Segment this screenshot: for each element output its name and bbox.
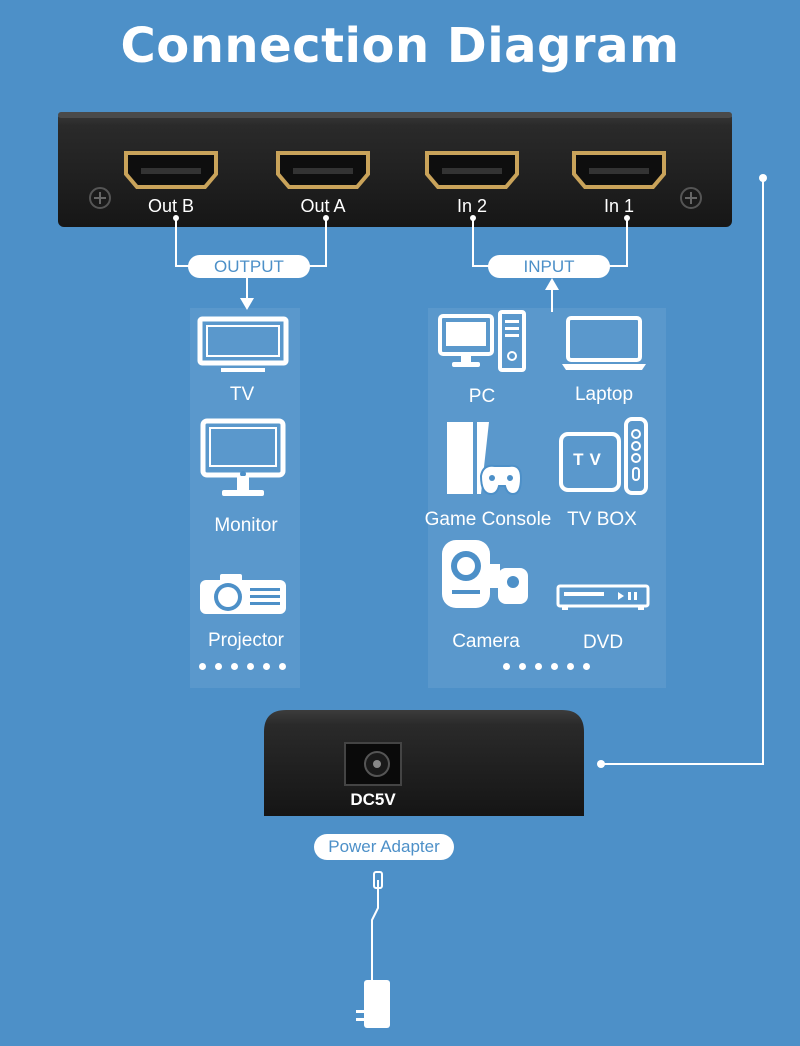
more-outputs-dots (199, 663, 286, 670)
device-label-game-console: Game Console (424, 509, 552, 530)
input-devices-panel (428, 308, 666, 688)
dc-jack-icon (344, 742, 402, 786)
tv-icon (197, 316, 289, 372)
input-pill: INPUT (488, 255, 610, 278)
hdmi-switch-device (58, 112, 732, 227)
device-label-dvd: DVD (582, 632, 624, 653)
device-label-pc: PC (468, 386, 496, 407)
game-console-icon (447, 422, 523, 496)
tv-box-icon (559, 417, 648, 495)
power-adapter-pill: Power Adapter (314, 834, 454, 860)
device-label-camera: Camera (452, 631, 520, 652)
hdmi-port-icon (276, 151, 370, 189)
hdmi-port-icon (572, 151, 666, 189)
dc-jack-label: DC5V (350, 790, 396, 809)
camera-icon (442, 540, 528, 608)
device-label-laptop: Laptop (574, 384, 634, 405)
pc-icon (438, 310, 526, 372)
page-title: Connection Diagram (120, 18, 680, 74)
device-label-tv: TV (229, 384, 255, 405)
more-inputs-dots (503, 663, 590, 670)
port-label-out-b: Out B (147, 196, 195, 216)
dvd-icon (556, 584, 650, 610)
monitor-icon (200, 418, 286, 496)
device-label-projector: Projector (207, 630, 285, 651)
power-adapter-icon (356, 871, 390, 1028)
projector-icon (200, 574, 286, 614)
output-pill: OUTPUT (188, 255, 310, 278)
port-label-in-2: In 2 (456, 196, 488, 216)
screw-icon (680, 187, 702, 209)
device-label-monitor: Monitor (214, 515, 278, 536)
hdmi-port-icon (124, 151, 218, 189)
screw-icon (89, 187, 111, 209)
switch-back-panel (264, 710, 584, 816)
laptop-icon (562, 316, 646, 370)
port-label-in-1: In 1 (603, 196, 635, 216)
hdmi-port-icon (425, 151, 519, 189)
port-label-out-a: Out A (300, 196, 346, 216)
tv-box-logo-text: TV (573, 450, 607, 469)
device-label-tv-box: TV BOX (567, 509, 637, 530)
